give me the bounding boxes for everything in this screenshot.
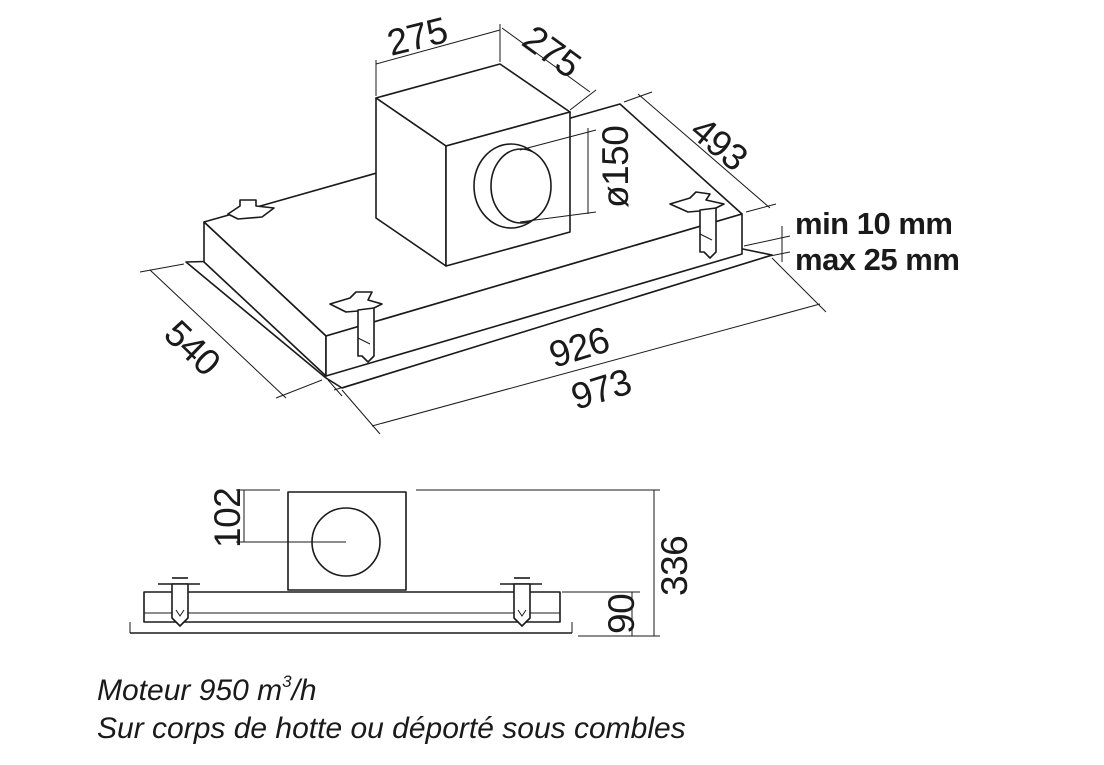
dimension-line-ceiling-gap — [743, 226, 791, 262]
side-motor-box — [287, 491, 407, 591]
ceiling-gap-min-label: min 10 mm — [795, 206, 952, 241]
mounting-bracket-right — [669, 191, 725, 259]
dimension-label-outlet-height: 102 — [207, 488, 248, 548]
mounting-caption: Sur corps de hotte ou déporté sous combl… — [97, 712, 686, 745]
side-bracket-right — [500, 577, 542, 627]
dimension-label-duct-depth: 275 — [515, 17, 588, 86]
side-bracket-left — [158, 577, 200, 627]
dimension-label-outlet-diameter: ø150 — [595, 126, 636, 208]
dimension-line-panel-width — [341, 257, 827, 435]
dimension-line-outlet-diameter — [519, 128, 597, 223]
isometric-view: 275 275 493 ø150 min 10 mm max 25 mm — [139, 9, 960, 435]
dimension-line-hood-width — [327, 255, 771, 397]
dimension-label-total-height: 336 — [654, 536, 695, 596]
mounting-bracket-back-left — [227, 199, 275, 220]
dimension-line-duct-depth — [501, 27, 597, 111]
dimension-line-hood-depth — [623, 91, 777, 213]
dimension-label-panel-depth: 540 — [156, 312, 228, 383]
outlet-spigot — [473, 143, 552, 229]
side-hood-body — [143, 591, 561, 623]
dimension-label-body-height: 90 — [601, 594, 642, 634]
mounting-bracket-front — [329, 291, 383, 363]
motor-caption: Moteur 950 m3/h — [97, 672, 317, 707]
dimension-line-duct-width — [375, 24, 501, 96]
dimension-line-total-height — [416, 489, 660, 637]
dimension-label-hood-depth: 493 — [683, 109, 755, 179]
dimension-label-duct-width: 275 — [383, 9, 451, 63]
side-view: 102 336 90 — [129, 488, 695, 637]
dimension-line-outlet-height — [236, 489, 346, 543]
ceiling-gap-max-label: max 25 mm — [795, 242, 959, 277]
dimension-line-body-height — [562, 591, 640, 636]
dimension-line-panel-depth — [139, 263, 323, 399]
